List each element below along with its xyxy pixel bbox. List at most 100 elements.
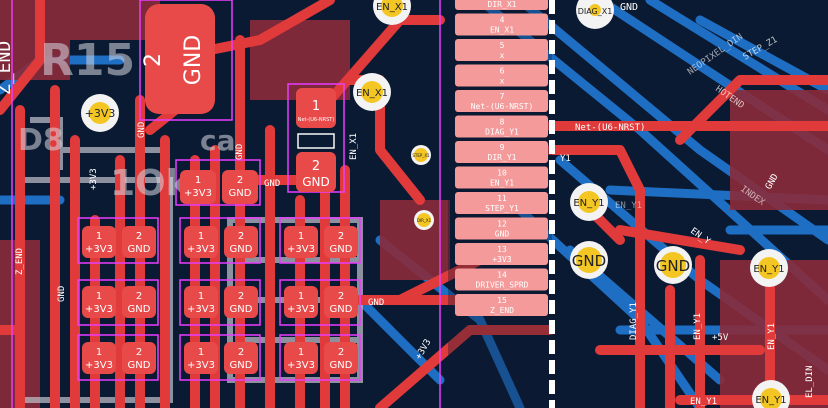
resistor-pad-number: 1 [198,291,204,302]
resistor-pad[interactable]: 1+3V3 [284,286,318,318]
resistor-pad-number: 2 [136,347,142,358]
connector-pin-number: 11 [497,194,507,203]
resistor-pad[interactable]: 1+3V3 [184,286,218,318]
silk-cap-label: ca [200,124,236,157]
svg-text:+3V3: +3V3 [85,107,116,120]
connector-pin-net: STEP_Y1 [485,204,519,213]
connector-pin[interactable]: 6x [455,64,548,87]
resistor-pad-net: +3V3 [187,244,215,255]
resistor-pad[interactable]: 1+3V3 [284,226,318,258]
resistor-pad-net: GND [330,304,353,315]
silk-ref-2: D8 [18,123,64,158]
resistor-pad-net: GND [330,360,353,371]
resistor-pad-net: +3V3 [85,360,113,371]
label-gnd-c: GND [264,179,280,189]
resistor-pad-number: 1 [298,347,304,358]
connector-pin-net: +3V3 [492,255,511,264]
connector-pin[interactable]: 3DIR_X1 [455,0,548,10]
resistor-pad[interactable]: 1+3V3 [82,226,116,258]
connector-pin-number: 14 [497,271,507,280]
label-en-y1-vert-b: EN_Y1 [767,323,777,350]
resistor-pad-number: 2 [238,231,244,242]
connector-pin-number: 6 [500,67,505,76]
nrst-component[interactable]: 1 Net-(U6-NRST) 2 GND [296,88,336,192]
connector-pin-net: x [500,77,505,86]
connector-pin-net: x [500,51,505,60]
label-gnd-a: GND [137,122,147,138]
resistor-pad[interactable]: 1 +3V3 [284,342,318,374]
resistor-pad[interactable]: 1 +3V3 [82,342,116,374]
via-3v3: +3V3 [81,94,119,132]
connector-pin-number: 13 [497,245,507,254]
small-pad-gnd[interactable]: 2 GND [222,170,258,204]
via-gnd-a: GND [570,241,608,279]
connector-pin-number: 9 [500,143,505,152]
connector-pin-net: DIAG_Y1 [485,128,519,137]
svg-text:EN_X1: EN_X1 [376,2,408,13]
resistor-pad-net: GND [128,244,151,255]
connector-pin-number: 15 [497,296,507,305]
resistor-pad-number: 2 [338,291,344,302]
connector-pin-net: GND [495,230,510,239]
svg-text:STEP_X1: STEP_X1 [412,153,430,158]
connector-pin-net: Net-(U6-NRST) [471,102,534,111]
resistor-pad-net: +3V3 [287,360,315,371]
resistor-pad-number: 2 [136,291,142,302]
resistor-pad-number: 2 [238,291,244,302]
label-gnd-b: GND [235,144,245,160]
label-en-y1-faint: EN_Y1 [615,201,642,211]
svg-text:GND: GND [572,252,606,270]
courtyards [11,0,441,408]
resistor-pad-number: 1 [96,347,102,358]
via-step-small: STEP_X1 [411,145,431,165]
resistor-pad-number: 1 [96,291,102,302]
big-pad-number: 2 [141,53,166,67]
resistor-pad-number: 2 [338,347,344,358]
label-en-y1-bottom: EN_Y1 [690,397,717,407]
connector-pin[interactable]: 13+3V3 [455,243,548,265]
connector[interactable]: 3DIR_X14EN_X15x6x7Net-(U6-NRST)8DIAG_Y19… [448,0,555,408]
resistor-pad-net: +3V3 [287,244,315,255]
via-diag-x1: DIAG_X1 [576,0,614,29]
label-diag-y1: DIAG_Y1 [629,302,639,340]
resistor-pad[interactable]: 1+3V3 [184,342,218,374]
big-pad[interactable]: 2 GND [141,4,215,114]
vias[interactable]: EN_X1 DIAG_X1 EN_X1 +3V3 STEP_X1 DIR_X1 … [81,0,790,408]
label-el-din: EL_DIN [805,365,815,398]
resistor-pad[interactable]: 1+3V3 [82,286,116,318]
label-z-end-top: Z_END [0,41,15,95]
connector-pins: 3DIR_X14EN_X15x6x7Net-(U6-NRST)8DIAG_Y19… [455,0,548,316]
connector-pin[interactable]: 15Z_END [455,294,548,316]
label-gnd-left: GND [57,286,67,302]
resistor-pad-net: GND [128,360,151,371]
resistor-pad-number: 2 [338,231,344,242]
connector-pin[interactable]: 5x [455,39,548,61]
via-gnd-b: GND [654,246,692,284]
label-en-x1: EN_X1 [349,133,359,160]
via-en-x1-mid: EN_X1 [353,73,391,111]
connector-pin-number: 12 [497,220,507,229]
resistor-pad-number: 2 [238,347,244,358]
connector-pin[interactable]: 4EN_X1 [455,13,548,36]
resistor-pad[interactable]: 1+3V3 [184,226,218,258]
small-pad-3v3[interactable]: 1 +3V3 [180,170,216,204]
connector-pin-net: EN_X1 [490,26,514,35]
